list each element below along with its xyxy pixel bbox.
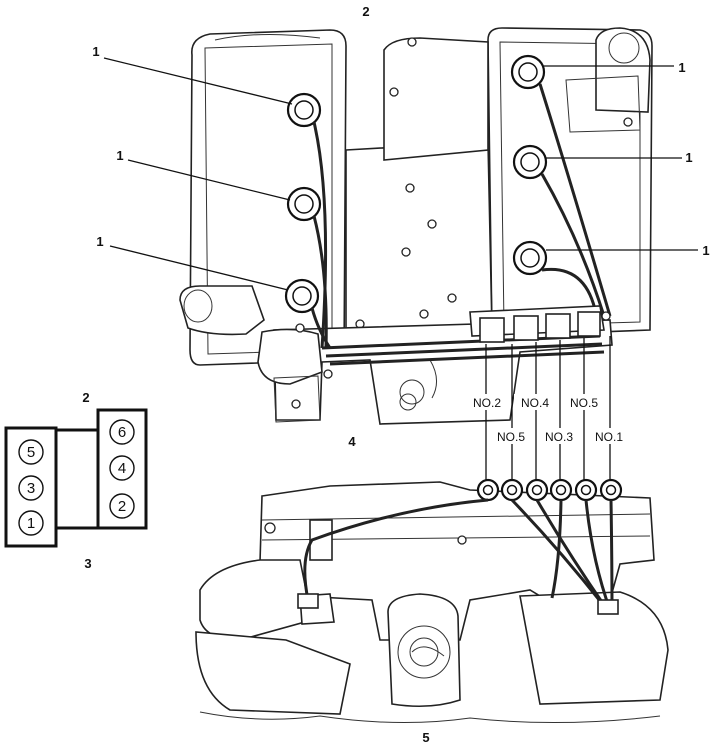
wire-number-labels: NO.2 NO.4 NO.5 NO.5 NO.3 NO.1: [466, 394, 630, 444]
wire-label-no3: NO.3: [545, 430, 573, 444]
cylinder-number-6: 6: [118, 424, 126, 441]
callout-coil-left-3: 1: [96, 234, 103, 249]
cylinder-circle-3: [18, 475, 44, 501]
callout-leaders: [103, 57, 698, 291]
callout-firing-2: 2: [82, 390, 89, 405]
callout-firing-3: 3: [84, 556, 91, 571]
cylinder-number-3: 3: [27, 480, 35, 497]
cylinder-number-5: 5: [27, 444, 35, 461]
wire-run-lines: [485, 336, 611, 484]
distributor-terminals: [476, 478, 623, 502]
cylinder-circle-6: [109, 419, 135, 445]
callout-coil-left-1: 1: [92, 44, 99, 59]
lower-engine-illustration: [195, 481, 669, 724]
coil-boots-right-bank: [510, 54, 548, 276]
cylinder-number-1: 1: [27, 515, 35, 532]
callout-coil-right-2: 1: [685, 150, 692, 165]
wire-label-no1: NO.1: [595, 430, 623, 444]
wire-label-no5-bottom: NO.5: [497, 430, 525, 444]
callout-bottom-5: 5: [422, 730, 429, 745]
cylinder-number-4: 4: [118, 460, 126, 477]
upper-ignition-wires: [295, 83, 612, 379]
callout-top-2: 2: [362, 4, 369, 19]
cylinder-circle-1: [18, 510, 44, 536]
upper-engine-illustration: [179, 27, 653, 425]
callout-coil-left-2: 1: [116, 148, 123, 163]
callout-distributor-4: 4: [348, 434, 356, 449]
cylinder-number-2: 2: [118, 498, 126, 515]
wire-label-no4: NO.4: [521, 396, 549, 410]
wire-label-no5-top: NO.5: [570, 396, 598, 410]
callout-coil-right-3: 1: [702, 243, 709, 258]
firing-order-diagram: 5 3 1 6 4 2: [4, 408, 148, 548]
cylinder-circle-2: [109, 493, 135, 519]
cylinder-circle-5: [18, 439, 44, 465]
callout-coil-right-1: 1: [678, 60, 685, 75]
lower-ignition-wires: [297, 498, 619, 615]
wire-label-no2: NO.2: [473, 396, 501, 410]
coil-boots-left-bank: [284, 92, 322, 314]
callout-labels: 2 1 1 1 1 1 1 2 3 4 5: [82, 4, 709, 745]
cylinder-circle-4: [109, 455, 135, 481]
